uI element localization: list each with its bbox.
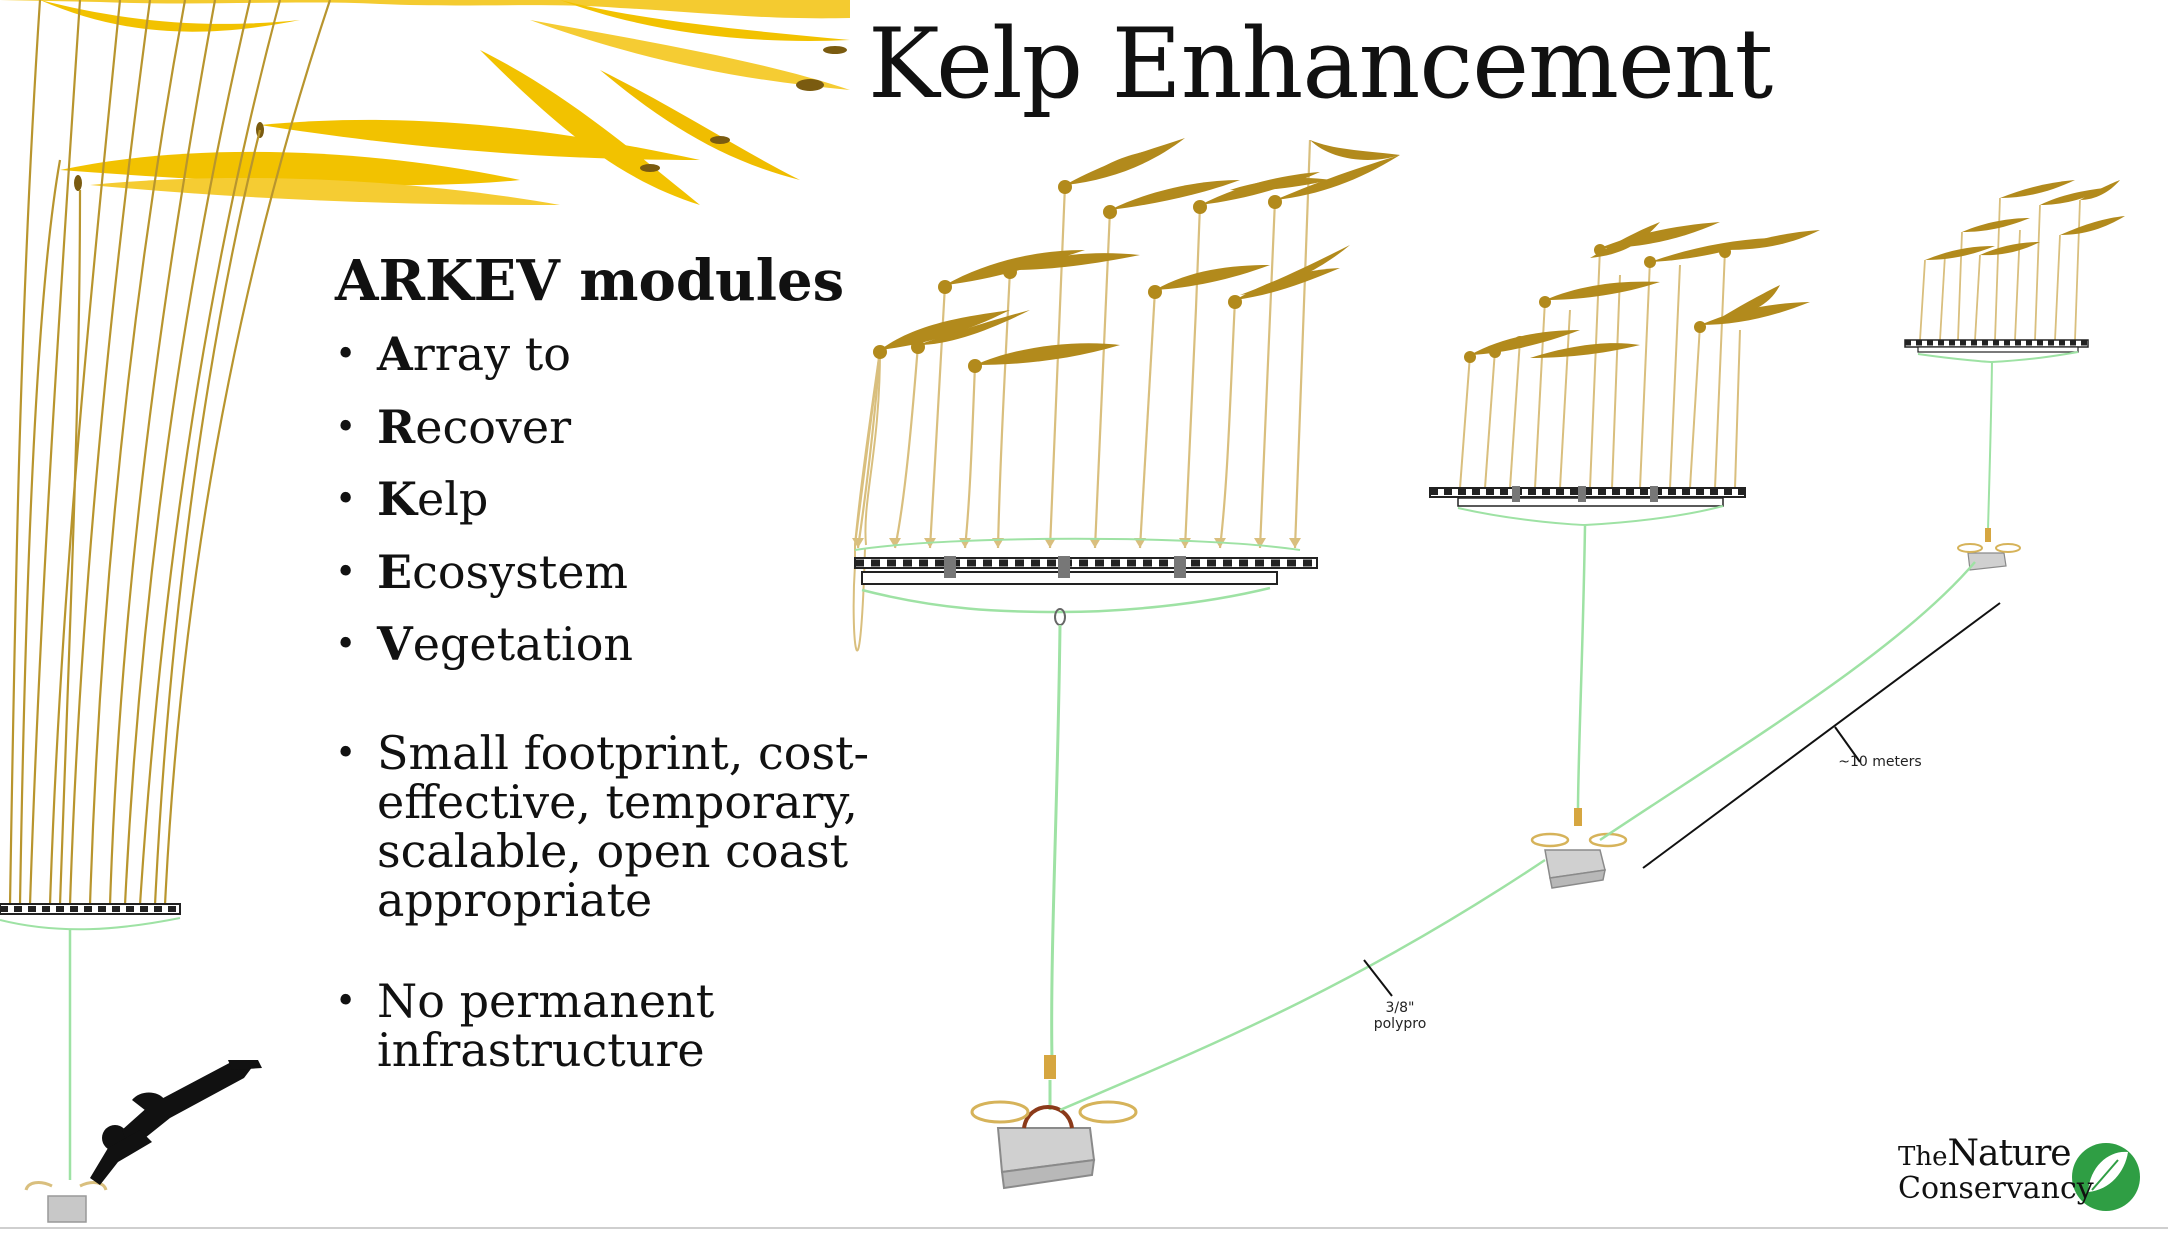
line-size-label: 3/8" [1385,1000,1415,1016]
acronym-item-k: Kelp [335,475,875,548]
module-medium [1429,222,1820,889]
acronym-item-v: Vegetation [335,620,875,693]
distance-dimension-line [1642,602,2001,869]
acronym-item-r: Recover [335,402,875,476]
distance-label: ~10 meters [1838,754,1922,770]
nature-conservancy-logo: TheNature Conservancy [1898,1133,2094,1206]
bullet-footprint: Small footprint, cost-effective, tempora… [335,728,875,925]
bullet-list: Array to Recover Kelp Ecosystem Vegetati… [335,330,875,1075]
bullet-infrastructure: No permanent infrastructure [335,976,875,1075]
module-large [852,138,1400,1190]
logo-line-1: TheNature [1898,1133,2072,1174]
line-material-label: polypro [1373,1016,1427,1032]
acronym-item-a: Array to [335,330,875,403]
leaf-icon [2072,1143,2140,1211]
connecting-lines [1059,561,1976,1112]
module-small [1904,180,2125,571]
surface-kelp-canopy [0,0,850,205]
diver-icon [90,1060,262,1185]
logo-line-2: Conservancy [1898,1171,2094,1206]
left-module-frame [0,903,181,1223]
slide-title: Kelp Enhancement [868,8,1773,120]
anchor-block-icon [970,1100,1138,1190]
acronym-item-e: Ecosystem [335,547,875,621]
section-heading: ARKEV modules [335,248,845,314]
polypro-leader-line [1363,959,1393,997]
left-stipes [8,0,332,906]
